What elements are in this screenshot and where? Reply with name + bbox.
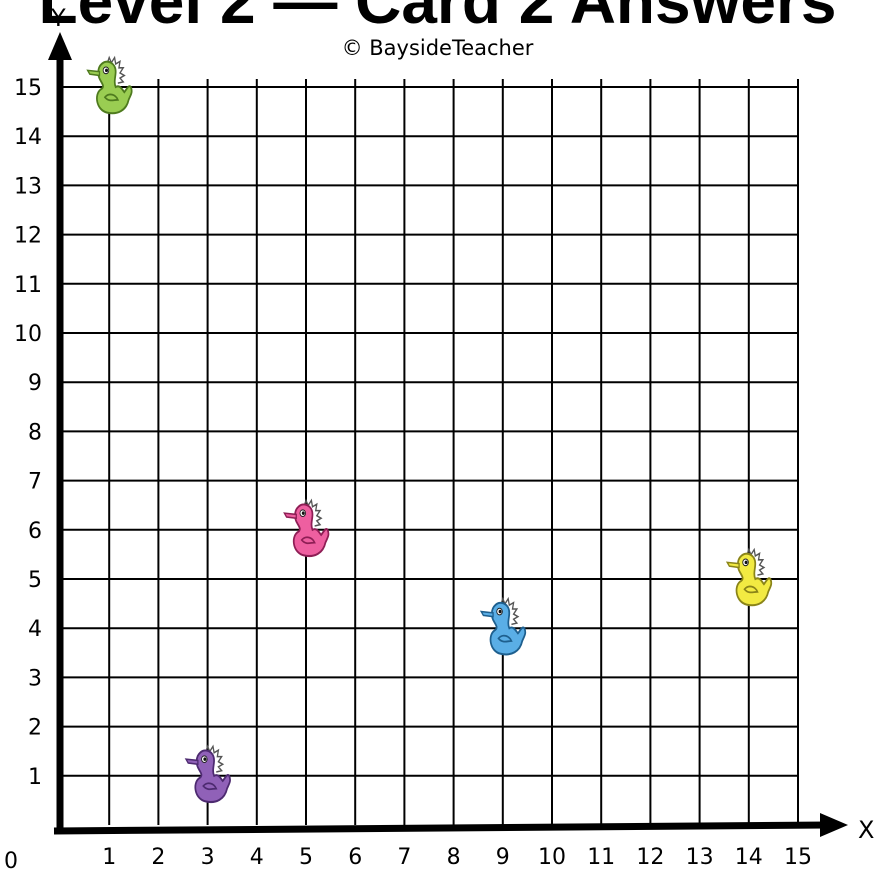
x-tick-label: 1: [102, 845, 116, 870]
y-tick-label: 14: [14, 125, 42, 150]
y-tick-label: 7: [28, 470, 42, 495]
origin-label: 0: [4, 849, 18, 872]
duck-markers: [88, 58, 772, 802]
x-tick-label: 3: [201, 845, 215, 870]
y-tick-label: 8: [28, 420, 42, 445]
axes: [48, 32, 848, 837]
y-tick-label: 2: [28, 716, 42, 741]
grid-lines: [60, 79, 798, 825]
x-tick-label: 9: [496, 845, 510, 870]
x-tick-label: 15: [784, 845, 812, 870]
y-tick-label: 11: [14, 273, 42, 298]
x-axis-arrow-icon: [820, 813, 848, 837]
x-tick-label: 11: [587, 845, 615, 870]
page-title: Level 2 — Card 2 Answers: [0, 0, 875, 38]
x-tick-label: 8: [447, 845, 461, 870]
y-tick-label: 12: [14, 224, 42, 249]
duck-icon: [727, 550, 771, 606]
duck-icon: [186, 746, 230, 802]
x-tick-label: 7: [397, 845, 411, 870]
x-tick-label: 13: [686, 845, 714, 870]
y-tick-label: 9: [28, 371, 42, 396]
x-axis: [54, 825, 828, 831]
y-tick-label: 13: [14, 174, 42, 199]
y-tick-label: 10: [14, 322, 42, 347]
y-tick-label: 1: [28, 765, 42, 790]
x-tick-label: 10: [538, 845, 566, 870]
x-tick-label: 6: [348, 845, 362, 870]
x-tick-label: 4: [250, 845, 264, 870]
x-axis-letter: X: [858, 816, 874, 844]
x-tick-label: 12: [636, 845, 664, 870]
y-tick-label: 5: [28, 568, 42, 593]
duck-icon: [88, 58, 132, 114]
y-tick-label: 15: [14, 76, 42, 101]
x-tick-label: 2: [151, 845, 165, 870]
x-tick-label: 14: [735, 845, 763, 870]
y-tick-label: 4: [28, 617, 42, 642]
copyright-notice: © BaysideTeacher: [0, 36, 875, 60]
y-tick-label: 6: [28, 519, 42, 544]
duck-icon: [481, 599, 525, 655]
y-tick-label: 3: [28, 666, 42, 691]
x-tick-label: 5: [299, 845, 313, 870]
duck-icon: [284, 500, 328, 556]
